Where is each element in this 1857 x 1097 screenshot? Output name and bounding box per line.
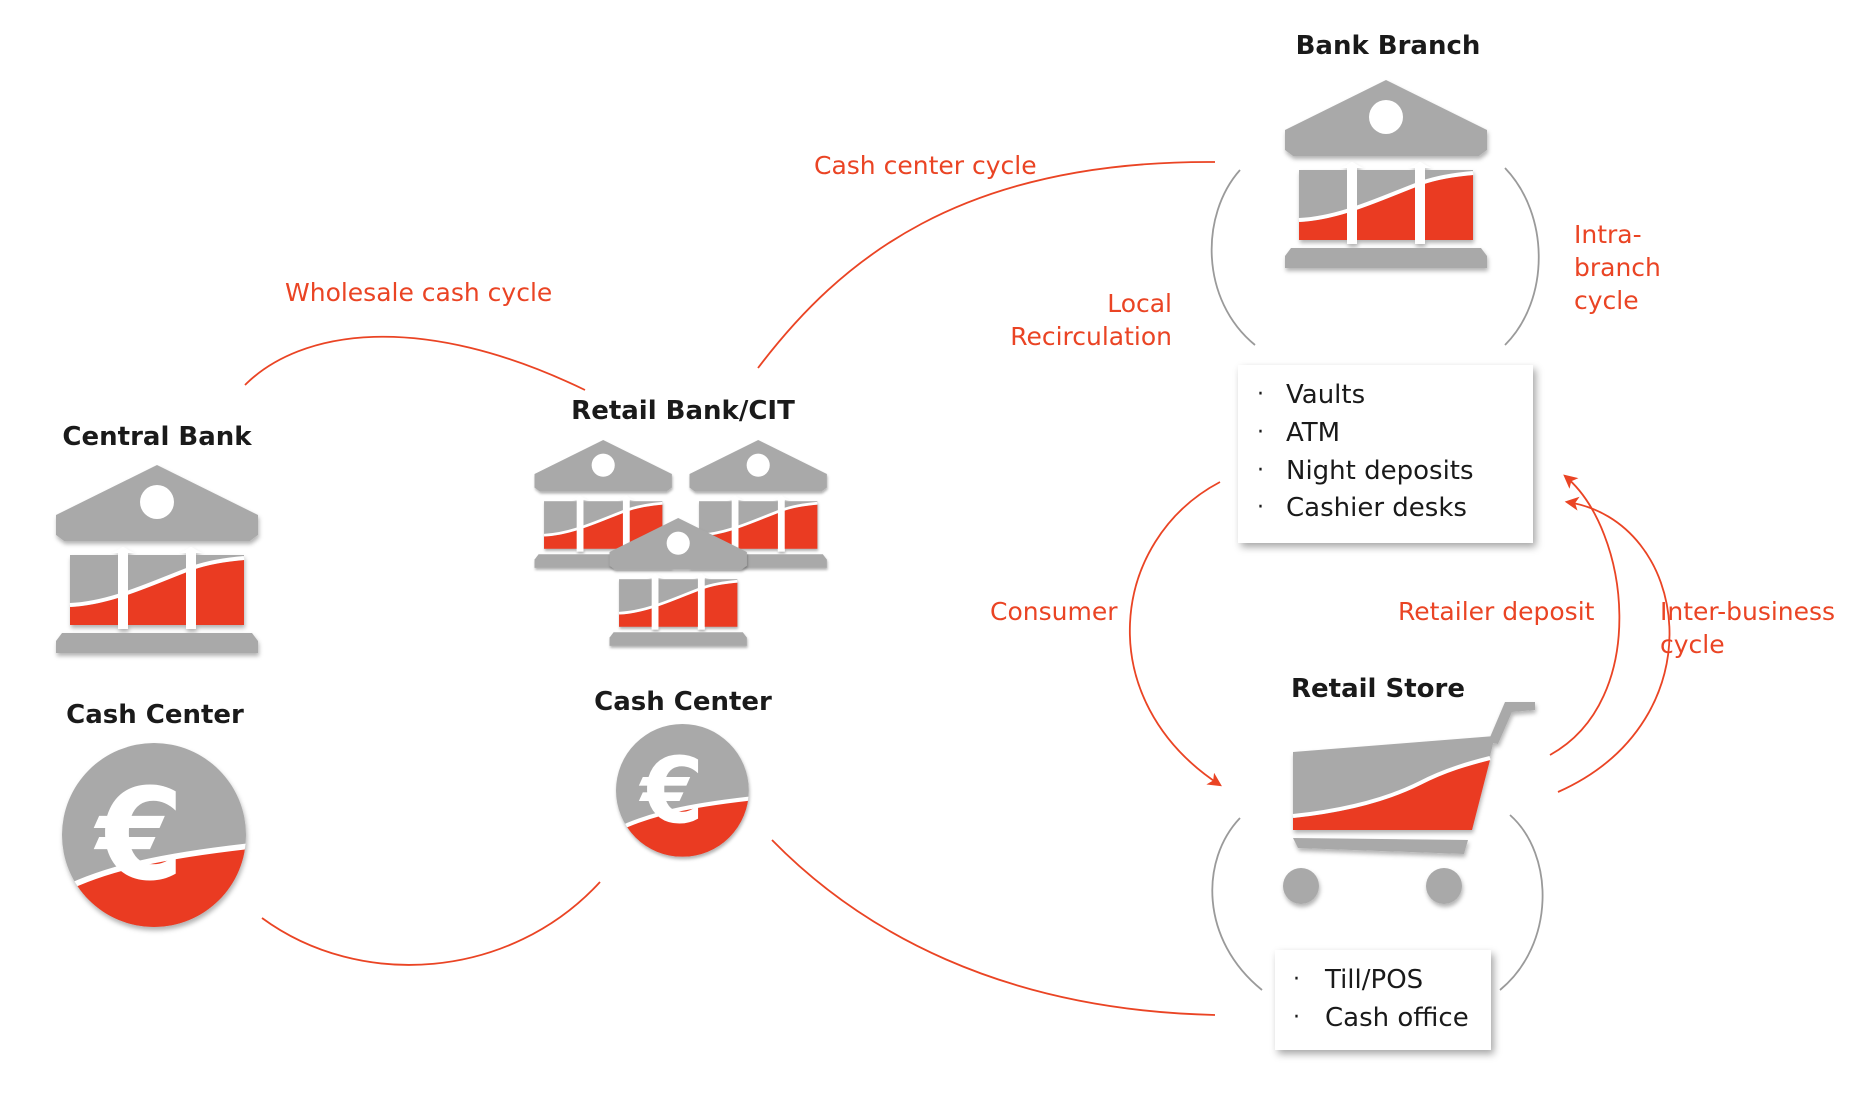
intra-branch-label-line2: branch [1574, 253, 1661, 282]
branch-box-panel [1238, 365, 1533, 543]
branch-bullet: · [1257, 420, 1264, 445]
inter-business-label-line2: cycle [1660, 630, 1725, 659]
cash-center-cycle-arc [757, 161, 1216, 369]
connection-lines [244, 161, 1671, 1016]
bank-building-icon [1283, 78, 1489, 270]
retail-cash-center-node: Cash Center [594, 687, 772, 857]
store-bullet: · [1293, 1005, 1300, 1030]
branch-bracket-left [1210, 169, 1256, 346]
branch-item-atm: ATM [1286, 418, 1340, 448]
central-cash-center-node: Cash Center [62, 700, 246, 927]
retailer-deposit-arrow [1549, 474, 1621, 756]
branch-bullet: · [1257, 458, 1264, 483]
local-recirculation-label-line2: Recirculation [1010, 322, 1172, 351]
euro-coin-icon [616, 724, 749, 857]
central-bank-title: Central Bank [62, 422, 252, 452]
retail-cash-center-title: Cash Center [594, 687, 772, 717]
intra-branch-label-line1: Intra- [1574, 220, 1642, 249]
euro-coin-icon [62, 743, 246, 927]
retail-bank-title: Retail Bank/CIT [571, 396, 795, 426]
inter-business-arrow [1557, 496, 1671, 793]
central-to-retail-cash-arc [261, 881, 601, 966]
store-bracket-right [1499, 814, 1544, 991]
consumer-label: Consumer [990, 597, 1118, 626]
store-bracket-left [1211, 817, 1263, 991]
shopping-cart-icon [1283, 702, 1535, 904]
store-box-panel [1275, 950, 1491, 1050]
branch-bracket-right [1504, 167, 1540, 346]
bank-branch-title: Bank Branch [1296, 31, 1481, 61]
branch-info-box: · Vaults · ATM · Night deposits · Cashie… [1238, 365, 1533, 543]
store-item-till-pos: Till/POS [1324, 965, 1423, 995]
retail-cash-to-store-arc [771, 839, 1216, 1016]
retail-store-title: Retail Store [1291, 674, 1465, 704]
store-bullet: · [1293, 967, 1300, 992]
retail-store-node: Retail Store [1283, 674, 1535, 904]
branch-item-night-deposits: Night deposits [1286, 456, 1474, 486]
branch-item-vaults: Vaults [1286, 380, 1365, 410]
consumer-arrow [1128, 481, 1222, 787]
retailer-deposit-label: Retailer deposit [1398, 597, 1595, 626]
cash-center-cycle-label: Cash center cycle [814, 151, 1037, 180]
store-item-cash-office: Cash office [1325, 1003, 1469, 1033]
retail-bank-node: Retail Bank/CIT [533, 396, 829, 648]
branch-item-cashier-desks: Cashier desks [1286, 493, 1467, 523]
branch-bullet: · [1257, 382, 1264, 407]
wholesale-cycle-arc [244, 335, 586, 391]
wholesale-cycle-label: Wholesale cash cycle [285, 278, 552, 307]
central-cash-center-title: Cash Center [66, 700, 244, 730]
bank-branch-node: Bank Branch [1283, 31, 1489, 270]
branch-bullet: · [1257, 495, 1264, 520]
local-recirculation-label-line1: Local [1107, 289, 1172, 318]
inter-business-label-line1: Inter-business [1660, 597, 1835, 626]
central-bank-node: Central Bank [54, 422, 260, 655]
store-info-box: · Till/POS · Cash office [1275, 950, 1491, 1050]
intra-branch-label-line3: cycle [1574, 286, 1639, 315]
bank-building-icon [54, 463, 260, 655]
